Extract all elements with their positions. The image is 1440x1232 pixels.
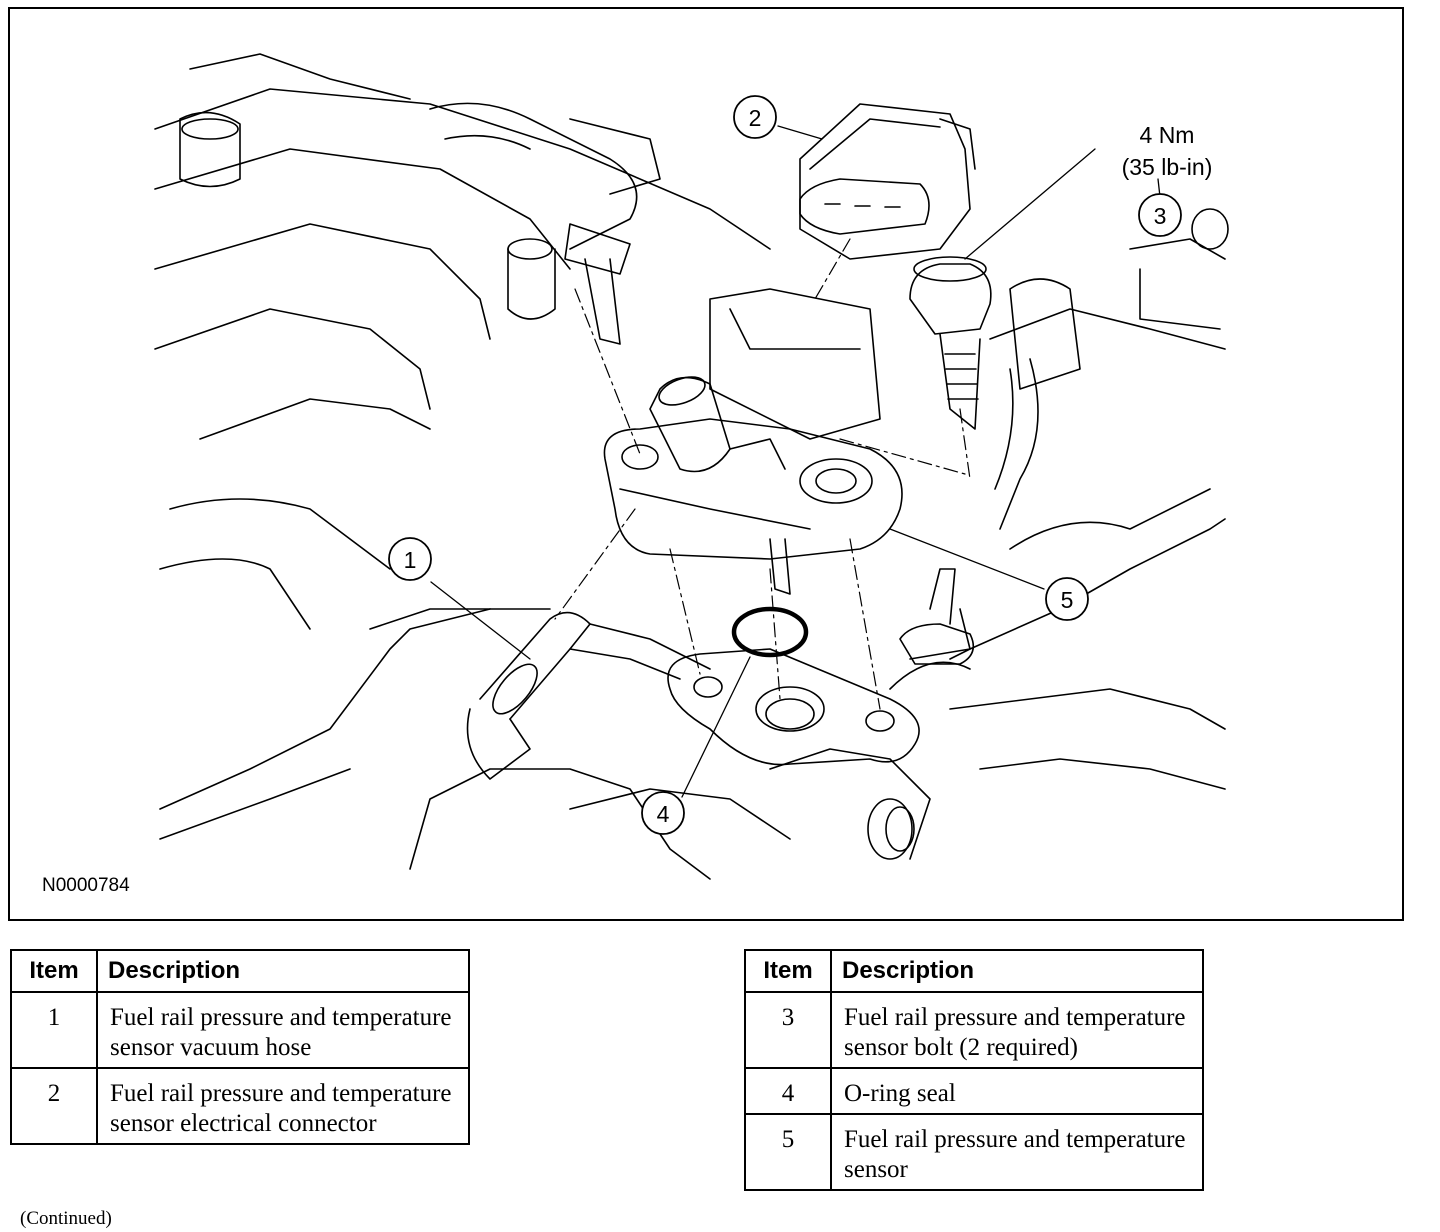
legend-item-number: 1 xyxy=(10,991,98,1069)
legend-header-description: Description xyxy=(830,949,1204,993)
legend-table-left: Item Description 1 Fuel rail pressure an… xyxy=(10,949,470,1145)
vacuum-hose-art xyxy=(466,611,711,780)
callout-3-circle xyxy=(1138,193,1182,237)
mounting-flange-art xyxy=(667,648,920,766)
legend-item-description: Fuel rail pressure and temperature senso… xyxy=(830,991,1204,1069)
legend-header-item: Item xyxy=(10,949,98,993)
legend-item-description: Fuel rail pressure and temperature senso… xyxy=(96,1067,470,1145)
callout-bubbles xyxy=(388,95,1182,835)
legend-header-row: Item Description xyxy=(744,949,1204,993)
legend-table-right: Item Description 3 Fuel rail pressure an… xyxy=(744,949,1204,1191)
figure-id: N0000784 xyxy=(42,875,130,896)
assembly-guide-lines xyxy=(554,238,971,710)
callout-4-label: 4 xyxy=(657,801,670,827)
legend-header-item: Item xyxy=(744,949,832,993)
bolt-art xyxy=(909,256,992,430)
callout-1-label: 1 xyxy=(404,547,417,573)
legend-row: 4 O-ring seal xyxy=(744,1067,1204,1115)
torque-specification: 4 Nm (35 lb-in) xyxy=(1108,119,1226,183)
legend-item-number: 2 xyxy=(10,1067,98,1145)
pressure-sensor-art xyxy=(603,288,903,595)
legend-item-description: Fuel rail pressure and temperature senso… xyxy=(96,991,470,1069)
legend-item-description: O-ring seal xyxy=(830,1067,1204,1115)
torque-value-metric: 4 Nm xyxy=(1139,122,1195,148)
legend-row: 5 Fuel rail pressure and temperature sen… xyxy=(744,1113,1204,1191)
callout-3-label: 3 xyxy=(1154,203,1167,229)
engine-block-line-art xyxy=(409,208,1229,880)
legend-item-number: 4 xyxy=(744,1067,832,1115)
legend-row: 2 Fuel rail pressure and temperature sen… xyxy=(10,1067,470,1145)
callout-leaders xyxy=(430,125,1161,798)
legend-row: 3 Fuel rail pressure and temperature sen… xyxy=(744,991,1204,1069)
exploded-view-illustration: 1 2 3 4 5 xyxy=(154,53,1229,880)
intake-housing-line-art xyxy=(154,53,771,840)
diagram-frame: 1 2 3 4 5 4 Nm (35 lb-in) N0000784 xyxy=(8,7,1404,921)
legend-item-number: 3 xyxy=(744,991,832,1069)
electrical-connector-art xyxy=(799,103,976,260)
callout-2-label: 2 xyxy=(749,105,762,131)
legend-row: 1 Fuel rail pressure and temperature sen… xyxy=(10,991,470,1069)
callout-5-circle xyxy=(1045,577,1089,621)
callout-5-label: 5 xyxy=(1061,587,1074,613)
torque-value-imperial: (35 lb-in) xyxy=(1121,154,1213,180)
continued-note: (Continued) xyxy=(20,1208,112,1229)
legend-item-number: 5 xyxy=(744,1113,832,1191)
callout-1-circle xyxy=(388,537,432,581)
lower-bolt-art xyxy=(899,568,975,665)
legend-item-description: Fuel rail pressure and temperature senso… xyxy=(830,1113,1204,1191)
legend-header-row: Item Description xyxy=(10,949,470,993)
legend-header-description: Description xyxy=(96,949,470,993)
callout-4-circle xyxy=(641,791,685,835)
o-ring-art xyxy=(731,606,809,658)
callout-2-circle xyxy=(733,95,777,139)
